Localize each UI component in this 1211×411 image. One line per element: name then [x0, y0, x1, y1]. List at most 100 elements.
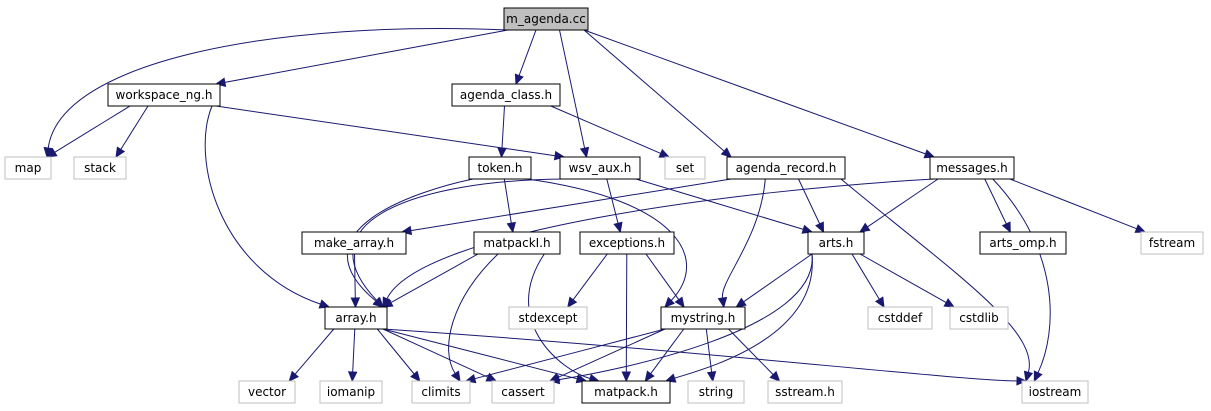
arrowhead	[567, 296, 578, 308]
node-exceptions[interactable]: exceptions.h	[579, 231, 675, 255]
node-label: matpackI.h	[483, 236, 550, 250]
node-box	[581, 380, 671, 404]
node-label: workspace_ng.h	[116, 88, 213, 102]
arrowhead	[497, 147, 507, 159]
node-box	[503, 7, 589, 31]
arrowhead	[410, 370, 421, 382]
arrowhead	[613, 221, 623, 234]
arrowhead	[548, 372, 561, 382]
arrowhead	[514, 73, 524, 86]
arrowhead	[858, 222, 871, 233]
node-make_array[interactable]: make_array.h	[301, 231, 407, 255]
edge-line	[382, 328, 489, 378]
edge-m_agenda-to-messages	[583, 29, 936, 159]
node-workspace_ng[interactable]: workspace_ng.h	[107, 83, 221, 107]
arrowhead	[45, 147, 58, 158]
edge-m_agenda-to-agenda_record	[583, 29, 732, 158]
edge-line	[503, 178, 512, 224]
edge-line	[386, 178, 935, 300]
edge-wsv_aux-to-arts	[635, 178, 814, 234]
edge-matpackI-to-array	[381, 253, 479, 308]
node-arts_omp[interactable]: arts_omp.h	[979, 231, 1067, 255]
arrowhead	[288, 370, 300, 382]
edge-line	[728, 328, 774, 375]
node-label: matpack.h	[594, 385, 658, 399]
node-array[interactable]: array.h	[324, 306, 388, 330]
node-label: cstdlib	[959, 311, 998, 325]
node-box	[4, 156, 52, 180]
arrowhead	[1033, 370, 1043, 383]
edge-mystring-to-cassert	[548, 328, 666, 382]
arrowhead	[874, 296, 885, 309]
arrowhead	[644, 370, 655, 382]
node-label: arts.h	[819, 236, 854, 250]
edge-arts-to-matpack	[664, 253, 813, 383]
edge-line	[528, 253, 591, 379]
node-cstdlib: cstdlib	[949, 306, 1009, 330]
arrowhead	[1134, 224, 1147, 233]
node-stack: stack	[73, 156, 127, 180]
node-label: m_agenda.cc	[506, 12, 586, 26]
edge-line	[867, 178, 939, 228]
arrowhead	[735, 297, 747, 308]
arrowhead	[664, 373, 677, 383]
edge-line	[352, 328, 356, 373]
edge-line	[120, 105, 149, 150]
node-token[interactable]: token.h	[468, 156, 532, 180]
edge-wsv_aux-to-exceptions	[606, 178, 623, 234]
edge-array-to-iostream	[382, 328, 1028, 386]
arrowhead	[372, 296, 384, 308]
edge-messages-to-arts_omp	[984, 178, 1011, 234]
edge-line	[705, 328, 713, 373]
node-box	[559, 156, 641, 180]
node-box	[949, 306, 1009, 330]
node-label: iostream	[1029, 385, 1082, 399]
node-box	[508, 306, 588, 330]
node-vector: vector	[238, 380, 296, 404]
edge-workspace_ng-to-wsv_aux	[215, 105, 566, 161]
edge-mystring-to-sstream	[728, 328, 781, 382]
edge-line	[224, 29, 509, 83]
edge-line	[859, 253, 947, 304]
node-messages[interactable]: messages.h	[929, 156, 1015, 180]
node-matpackI[interactable]: matpackI.h	[473, 231, 561, 255]
node-label: climits	[421, 385, 460, 399]
edge-line	[474, 328, 666, 380]
arrowhead	[579, 146, 590, 159]
node-matpack[interactable]: matpack.h	[581, 380, 671, 404]
edge-line	[674, 253, 813, 379]
edge-line	[47, 28, 509, 149]
edge-line	[390, 253, 479, 304]
node-box	[579, 231, 675, 255]
edge-line	[559, 29, 586, 149]
node-label: stack	[84, 161, 116, 175]
node-box	[687, 380, 745, 404]
node-label: iomanip	[327, 385, 375, 399]
edge-line	[352, 178, 565, 301]
edge-line	[518, 29, 537, 76]
node-box	[301, 231, 407, 255]
edge-array-to-iomanip	[347, 328, 358, 383]
edge-arts-to-cstdlib	[859, 253, 956, 308]
node-agenda_record[interactable]: agenda_record.h	[726, 156, 846, 180]
arrowhead	[943, 298, 956, 308]
edge-m_agenda-to-wsv_aux	[559, 29, 590, 159]
node-label: exceptions.h	[589, 236, 665, 250]
node-box	[319, 380, 383, 404]
node-box	[726, 156, 846, 180]
node-box	[1021, 380, 1089, 404]
edge-token-to-matpackI	[503, 178, 516, 234]
node-agenda_class[interactable]: agenda_class.h	[451, 83, 561, 107]
arrowhead	[1016, 376, 1028, 386]
edge-line	[645, 253, 680, 300]
node-mystring[interactable]: mystring.h	[660, 306, 746, 330]
edges-layer	[43, 28, 1147, 386]
node-arts[interactable]: arts.h	[807, 231, 865, 255]
arrowhead	[381, 298, 394, 308]
arrowhead	[717, 296, 728, 309]
node-sstream: sstream.h	[767, 380, 843, 404]
edge-line	[204, 105, 321, 305]
node-wsv_aux[interactable]: wsv_aux.h	[559, 156, 641, 180]
node-m_agenda[interactable]: m_agenda.cc	[503, 7, 589, 31]
edge-exceptions-to-mystring	[645, 253, 685, 309]
